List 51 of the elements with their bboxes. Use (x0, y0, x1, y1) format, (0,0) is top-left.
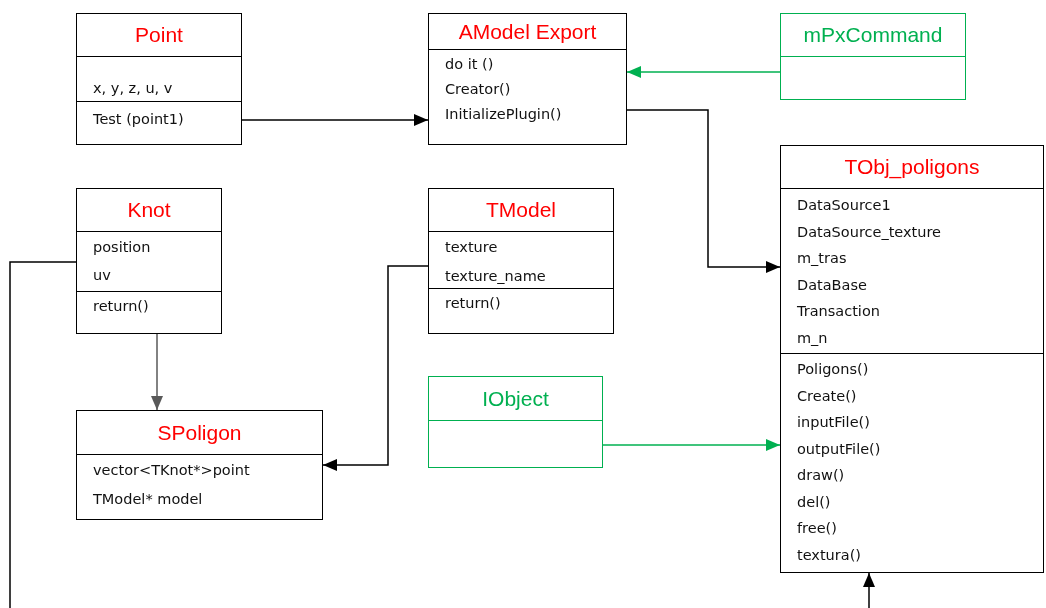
class-name: TObj_poligons (844, 155, 980, 179)
attribute-text: Creator() (445, 80, 511, 99)
class-box (428, 376, 603, 468)
method-text: return() (93, 297, 149, 316)
attribute-text: do it () (445, 55, 494, 74)
method-text: del() (797, 492, 831, 512)
class-name: Point (135, 23, 183, 47)
class-box (780, 145, 1044, 573)
attribute-text: x, y, z, u, v (93, 79, 173, 98)
attribute-text: uv (93, 266, 111, 285)
connector-line (9, 261, 77, 608)
method-text: textura() (797, 545, 861, 565)
method-text: Test (point1) (93, 110, 184, 129)
class-box (428, 13, 627, 145)
arrow (863, 572, 875, 608)
class-name: SPoligon (157, 420, 242, 445)
attribute-text: texture (445, 238, 498, 257)
method-text: Create() (797, 386, 857, 406)
class-box (76, 188, 222, 334)
class-name: IObject (482, 386, 549, 411)
class-box (780, 13, 966, 100)
arrow (602, 439, 781, 451)
attribute-text: vector<TKnot*>point (93, 461, 250, 480)
attribute-text: position (93, 238, 151, 257)
arrow (241, 114, 429, 126)
class-box (76, 410, 323, 520)
class-name: mPxCommand (803, 23, 943, 47)
arrow (626, 66, 781, 78)
class-box (428, 188, 614, 334)
class-box (76, 13, 242, 145)
attribute-text: InitializePlugin() (445, 105, 562, 124)
arrow (151, 333, 163, 411)
method-text: Poligons() (797, 360, 869, 379)
method-text: inputFile() (797, 413, 870, 432)
attribute-text: m_n (797, 328, 828, 348)
class-name: AModel Export (458, 19, 597, 44)
attribute-text: DataSource_texture (797, 222, 942, 242)
attribute-text: DataSource1 (797, 196, 891, 215)
arrow (626, 109, 781, 273)
method-text: outputFile() (797, 439, 881, 459)
class-name: Knot (127, 198, 171, 222)
arrow (322, 265, 429, 471)
method-text: return() (445, 294, 501, 313)
method-text: free() (797, 519, 837, 538)
attribute-text: Transaction (797, 302, 880, 321)
attribute-text: m_tras (797, 249, 847, 268)
method-text: draw() (797, 466, 845, 485)
attribute-text: TModel* model (93, 490, 203, 509)
attribute-text: texture_name (445, 267, 546, 286)
attribute-text: DataBase (797, 275, 867, 295)
class-name: TModel (486, 198, 556, 222)
